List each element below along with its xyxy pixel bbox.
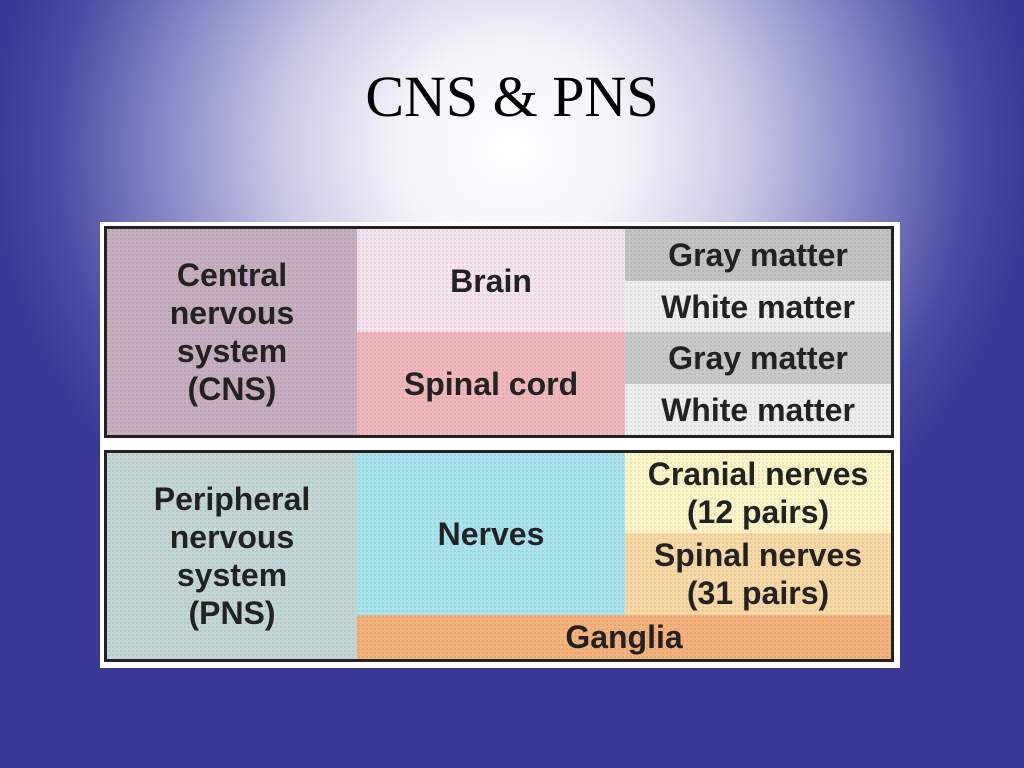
cns-system-label: Central nervous system (CNS) [107,229,357,435]
cord-white-matter-cell: White matter [625,384,891,435]
cord-gray-matter-cell: Gray matter [625,332,891,384]
ganglia-cell: Ganglia [357,615,891,659]
spinal-nerves-cell: Spinal nerves (31 pairs) [625,533,891,615]
spinal-cord-cell: Spinal cord [357,332,625,435]
cns-section: Central nervous system (CNS) Brain Spina… [104,226,894,438]
brain-gray-matter-cell: Gray matter [625,229,891,281]
cranial-nerves-cell: Cranial nerves (12 pairs) [625,453,891,533]
pns-section: Peripheral nervous system (PNS) Nerves C… [104,450,894,662]
nerves-cell: Nerves [357,453,625,615]
nervous-system-diagram: Central nervous system (CNS) Brain Spina… [100,222,900,668]
pns-system-label: Peripheral nervous system (PNS) [107,453,357,659]
slide-title: CNS & PNS [365,64,659,129]
brain-white-matter-cell: White matter [625,281,891,332]
brain-cell: Brain [357,229,625,332]
